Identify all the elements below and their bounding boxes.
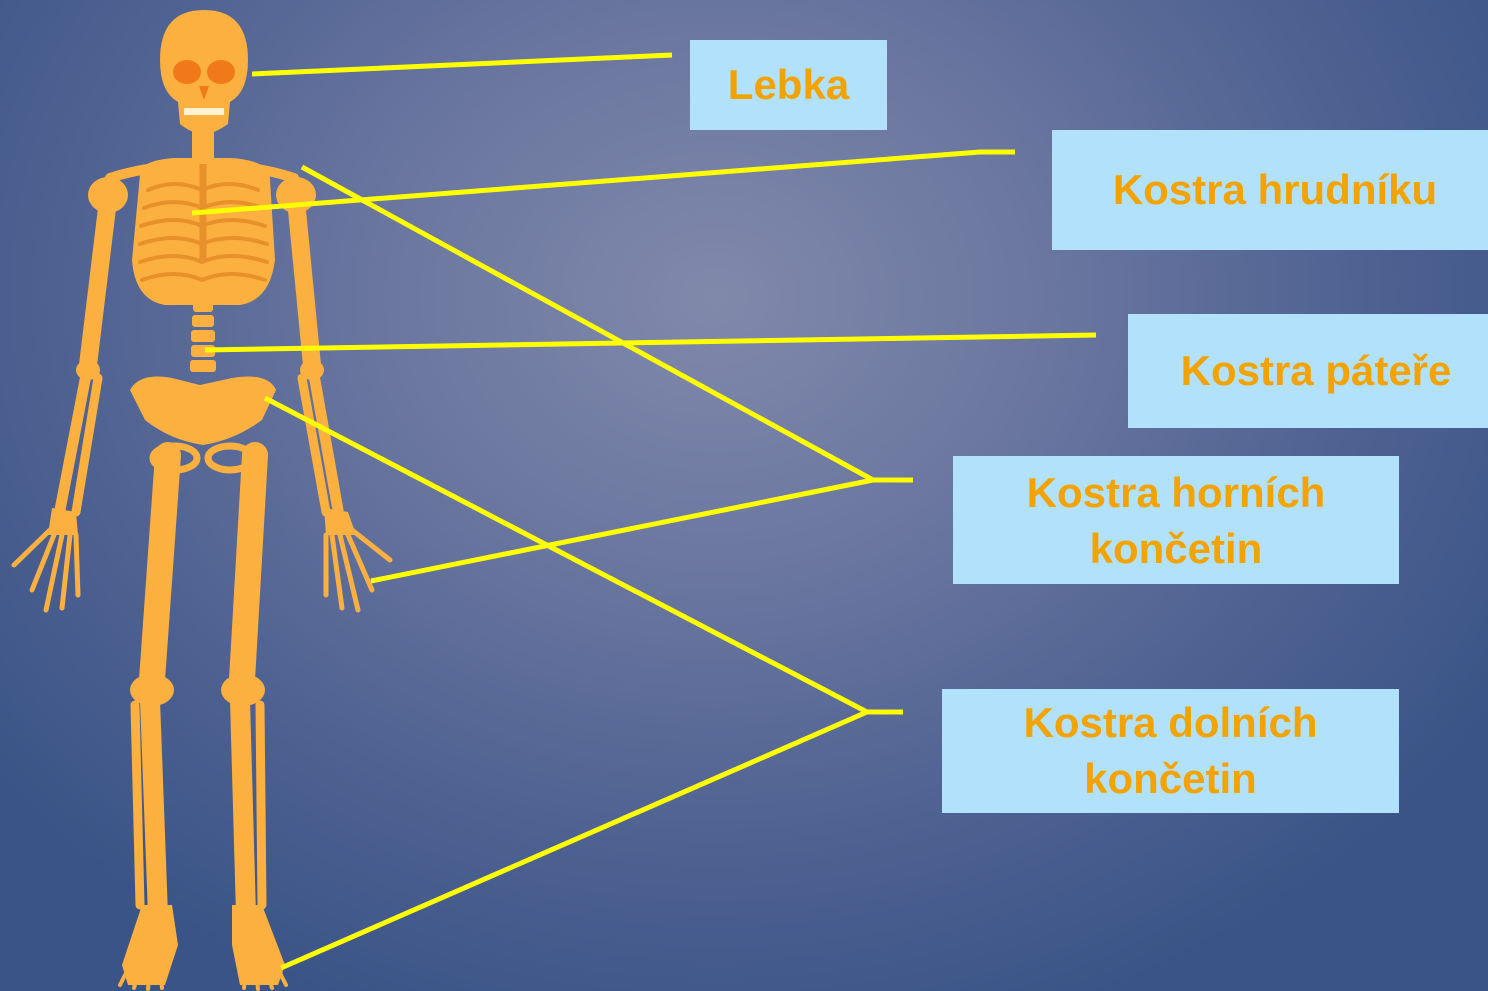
skeleton-illustration xyxy=(14,10,390,989)
label-kostra-patere-text: Kostra páteře xyxy=(1181,343,1452,399)
label-kostra-dolnich-koncetin: Kostra dolních končetin xyxy=(942,689,1399,813)
label-kostra-dolnich-line1: Kostra dolních xyxy=(1023,695,1317,751)
feet xyxy=(122,905,285,985)
label-kostra-hrudniku-text: Kostra hrudníku xyxy=(1113,162,1437,218)
label-kostra-hornich-koncetin: Kostra horních končetin xyxy=(953,456,1399,584)
leader-line-lebka xyxy=(252,55,672,74)
knees xyxy=(130,674,265,706)
label-kostra-hornich-line1: Kostra horních xyxy=(1027,465,1326,521)
label-kostra-hrudniku: Kostra hrudníku xyxy=(1052,130,1488,250)
leader-line-hrudnik xyxy=(192,152,1015,213)
label-lebka-text: Lebka xyxy=(728,57,849,113)
leader-line-dolni-lower xyxy=(281,712,867,968)
skull xyxy=(160,10,248,134)
rib-cage xyxy=(132,158,275,305)
label-kostra-patere: Kostra páteře xyxy=(1128,314,1488,428)
label-kostra-dolnich-line2: končetin xyxy=(1023,751,1317,807)
spine xyxy=(190,300,216,372)
leader-line-patere xyxy=(205,335,1096,350)
pelvis xyxy=(130,377,276,471)
hands xyxy=(14,508,390,610)
label-kostra-hornich-line2: končetin xyxy=(1027,521,1326,577)
label-lebka: Lebka xyxy=(690,40,887,130)
leader-line-horni-upper xyxy=(302,167,913,480)
